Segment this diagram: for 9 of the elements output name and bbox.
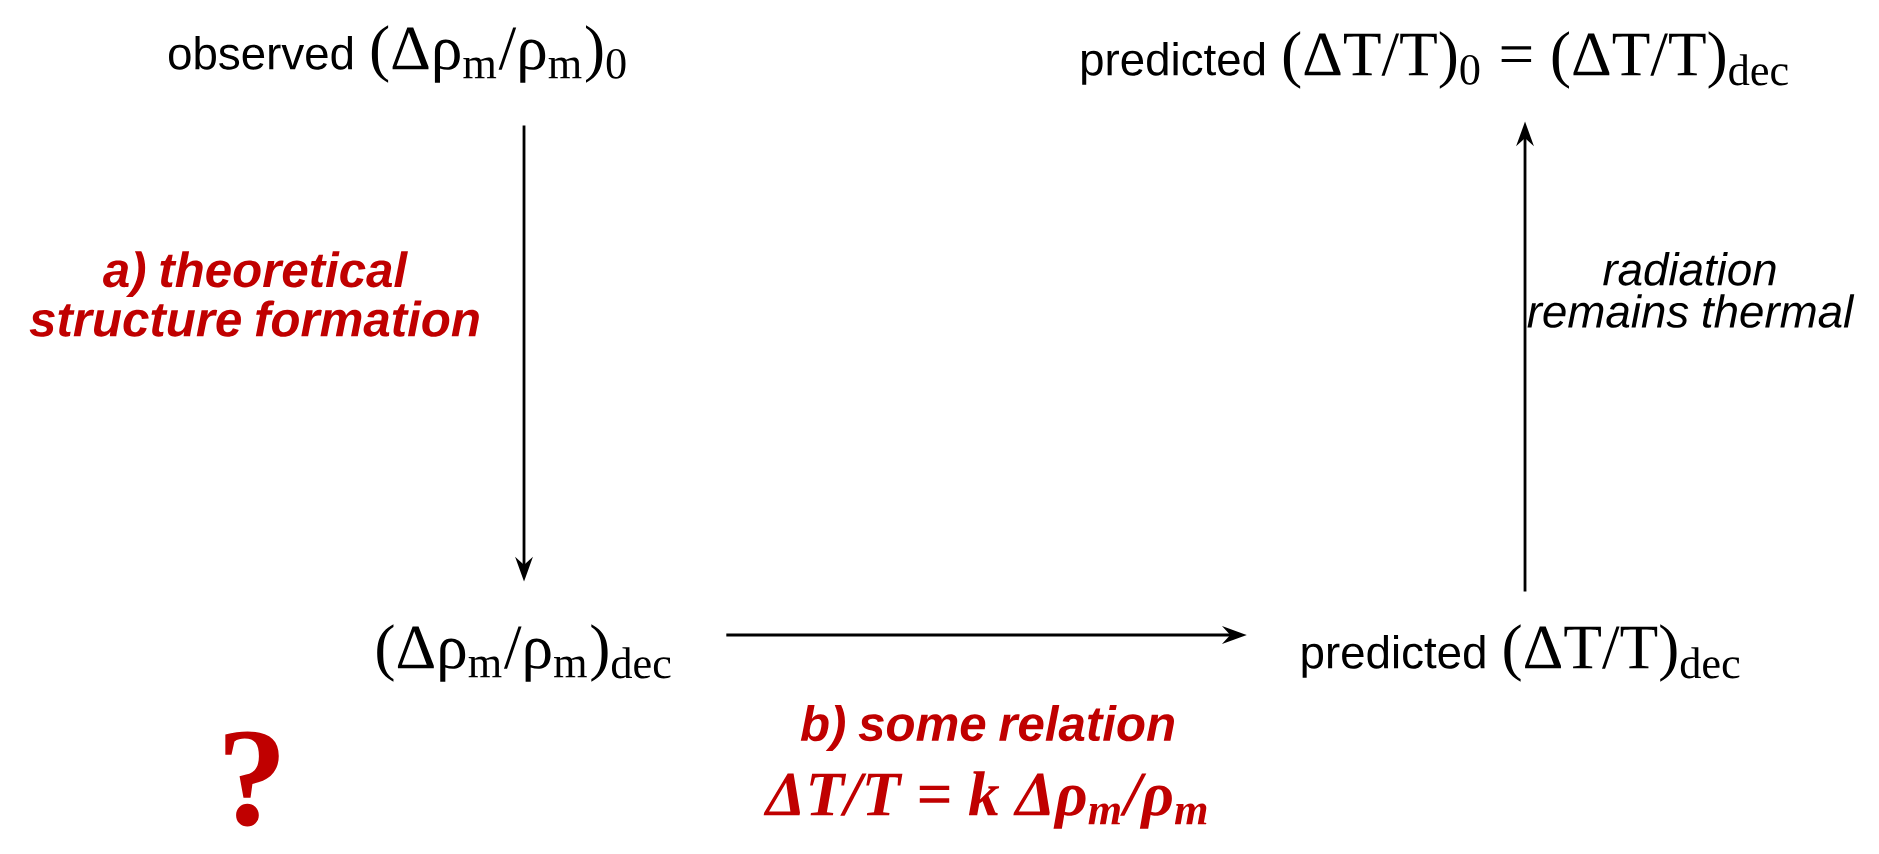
formula-text: observed (Δρ$_{m}$/ρ$_{m}$)$_{0}$ [169,25,626,83]
formula-text: predicted (ΔT/T)$_{dec}$ [1302,624,1740,682]
question-mark: ? [225,731,279,827]
edge-label: b) some relation [800,705,1174,751]
edge-label: a) theoretical structure formation [29,251,479,337]
formula-text: ΔT/T = k Δρ$_{m}$/ρ$_{m}$ [763,771,1207,829]
formula-text: predicted (ΔT/T)$_{0}$ = (ΔT/T)$_{dec}$ [1082,31,1788,89]
edge-label: radiation remains thermal [1527,252,1855,328]
formula-text: (Δρ$_{m}$/ρ$_{m}$)$_{dec}$ [377,624,671,682]
